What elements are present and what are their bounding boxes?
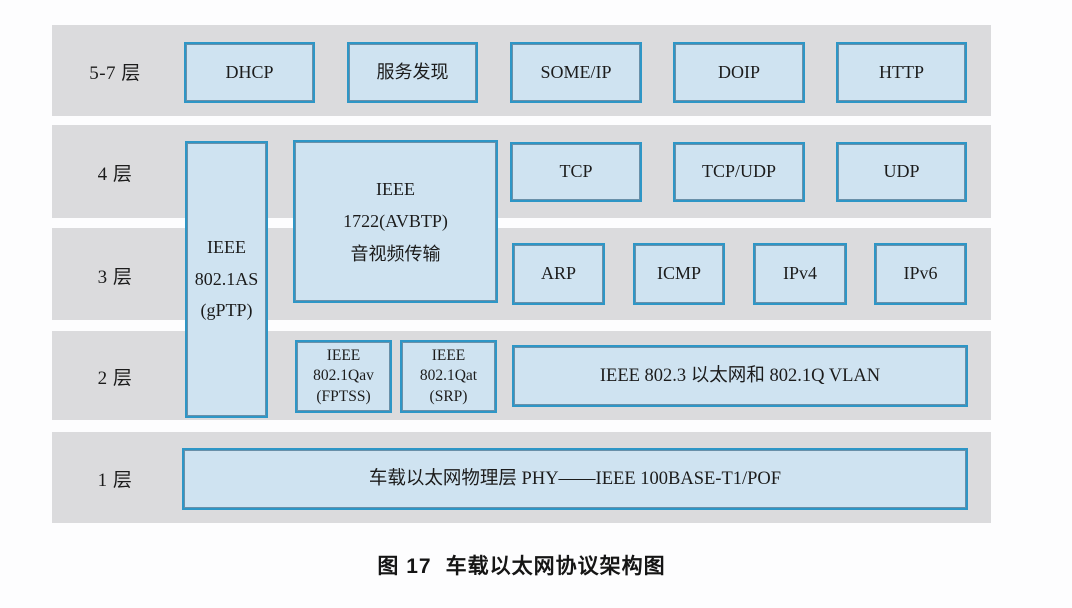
protocol-box-physical-layer-phy: 车载以太网物理层 PHY——IEEE 100BASE-T1/POF (182, 448, 968, 510)
protocol-box-doip: DOIP (673, 42, 805, 103)
protocol-box-ieee-8023-ethernet-vlan: IEEE 802.3 以太网和 802.1Q VLAN (512, 345, 968, 407)
protocol-box-arp: ARP (512, 243, 605, 305)
protocol-label-line: 1722(AVBTP) (343, 211, 448, 232)
protocol-label-line: (gPTP) (200, 300, 253, 321)
protocol-label: IPv4 (782, 263, 817, 284)
protocol-box-ieee-8021qav-fptss: IEEE 802.1Qav (FPTSS) (295, 340, 392, 413)
layer-label-1: 1 层 (97, 470, 133, 491)
protocol-box-someip: SOME/IP (510, 42, 642, 103)
figure-caption: 图 17 车载以太网协议架构图 (52, 550, 991, 580)
protocol-label: IEEE 802.3 以太网和 802.1Q VLAN (599, 365, 881, 386)
protocol-label: DOIP (717, 61, 760, 82)
protocol-box-udp: UDP (836, 142, 967, 202)
layer-label-3: 3 层 (97, 267, 133, 288)
protocol-label: DHCP (225, 61, 274, 82)
protocol-label-line: 音视频传输 (350, 243, 441, 264)
protocol-box-ipv4: IPv4 (753, 243, 847, 305)
figure-caption-number: 图 17 (377, 555, 432, 578)
protocol-label: ARP (540, 263, 576, 284)
protocol-label: TCP (559, 161, 593, 182)
protocol-box-ipv6: IPv6 (874, 243, 967, 305)
protocol-label: TCP/UDP (701, 161, 777, 182)
protocol-box-ieee-8021as-gptp: IEEE 802.1AS (gPTP) (185, 141, 268, 418)
protocol-label-line: 802.1Qav (313, 367, 374, 385)
protocol-label-line: 802.1AS (194, 268, 259, 289)
protocol-label: 服务发现 (376, 61, 449, 82)
protocol-label: IPv6 (903, 263, 938, 284)
layer-label-4: 4 层 (97, 164, 133, 185)
protocol-label-line: IEEE (431, 346, 466, 364)
protocol-label-line: (FPTSS) (316, 387, 371, 405)
protocol-box-tcp: TCP (510, 142, 642, 202)
layer-label-2: 2 层 (97, 368, 133, 389)
figure-caption-title: 车载以太网协议架构图 (445, 555, 666, 578)
protocol-label: HTTP (879, 61, 924, 82)
protocol-box-dhcp: DHCP (184, 42, 315, 103)
protocol-box-tcp-udp: TCP/UDP (673, 142, 805, 202)
protocol-label: SOME/IP (540, 61, 612, 82)
protocol-box-service-discovery: 服务发现 (347, 42, 478, 103)
protocol-box-icmp: ICMP (633, 243, 725, 305)
protocol-label-line: (SRP) (429, 387, 468, 405)
protocol-label: 车载以太网物理层 PHY——IEEE 100BASE-T1/POF (368, 468, 782, 489)
protocol-label-line: IEEE (376, 178, 415, 199)
protocol-label-line: IEEE (207, 237, 246, 258)
protocol-box-ieee-1722-avbtp: IEEE 1722(AVBTP) 音视频传输 (293, 140, 498, 303)
protocol-box-http: HTTP (836, 42, 967, 103)
layer-label-5-7: 5-7 层 (89, 63, 141, 84)
protocol-label: ICMP (656, 263, 701, 284)
protocol-label-line: 802.1Qat (419, 367, 478, 385)
protocol-box-ieee-8021qat-srp: IEEE 802.1Qat (SRP) (400, 340, 497, 413)
protocol-label: UDP (883, 161, 920, 182)
protocol-label-line: IEEE (326, 346, 361, 364)
